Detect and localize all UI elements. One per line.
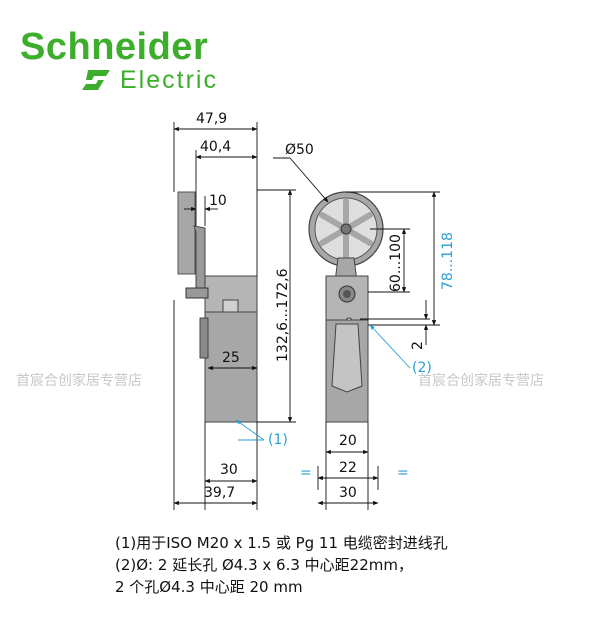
dim-30-right: 30 [339, 485, 357, 501]
dim-47-9: 47,9 [196, 111, 227, 127]
front-view [308, 191, 384, 423]
side-body [204, 311, 258, 423]
callout-leaders [235, 324, 411, 441]
dim-diameter-50: Ø50 [285, 142, 314, 158]
watermark-right: 首宸合创家居专营店 [418, 373, 544, 389]
note-line-3: 2 个孔Ø4.3 中心距 20 mm [115, 578, 303, 596]
watermark-left: 首宸合创家居专营店 [16, 373, 142, 389]
dim-39-7: 39,7 [204, 485, 235, 501]
notes: (1)用于ISO M20 x 1.5 或 Pg 11 电缆密封进线孔 (2)Ø:… [115, 532, 448, 598]
dim-20: 20 [339, 433, 357, 449]
dim-10: 10 [209, 193, 227, 209]
note-line-1: (1)用于ISO M20 x 1.5 或 Pg 11 电缆密封进线孔 [115, 534, 448, 552]
dim-25: 25 [222, 350, 240, 366]
eq-right: = [397, 465, 409, 481]
eq-left: = [300, 465, 312, 481]
dim-22: 22 [339, 460, 357, 476]
brand-emblem-icon [82, 70, 110, 90]
side-lever-arm [193, 225, 206, 297]
dimension-lines [173, 122, 440, 510]
dim-2: 2 [410, 341, 426, 350]
callout-2: (2) [412, 360, 432, 376]
dim-132-6-172-6: 132,6...172,6 [275, 268, 291, 362]
dim-30-left: 30 [220, 462, 238, 478]
schneider-electric-logo: Schneider Electric [20, 26, 260, 96]
dim-78-118: 78...118 [440, 232, 456, 290]
side-roller [177, 191, 196, 275]
callout-1: (1) [268, 432, 288, 448]
side-view [177, 191, 258, 423]
dim-60-100: 60...100 [388, 234, 404, 292]
brand-sub: Electric [120, 66, 218, 94]
dim-40-4: 40,4 [200, 139, 231, 155]
note-line-2: (2)Ø: 2 延长孔 Ø4.3 x 6.3 中心距22mm， [115, 556, 413, 574]
brand-name: Schneider [20, 26, 209, 68]
